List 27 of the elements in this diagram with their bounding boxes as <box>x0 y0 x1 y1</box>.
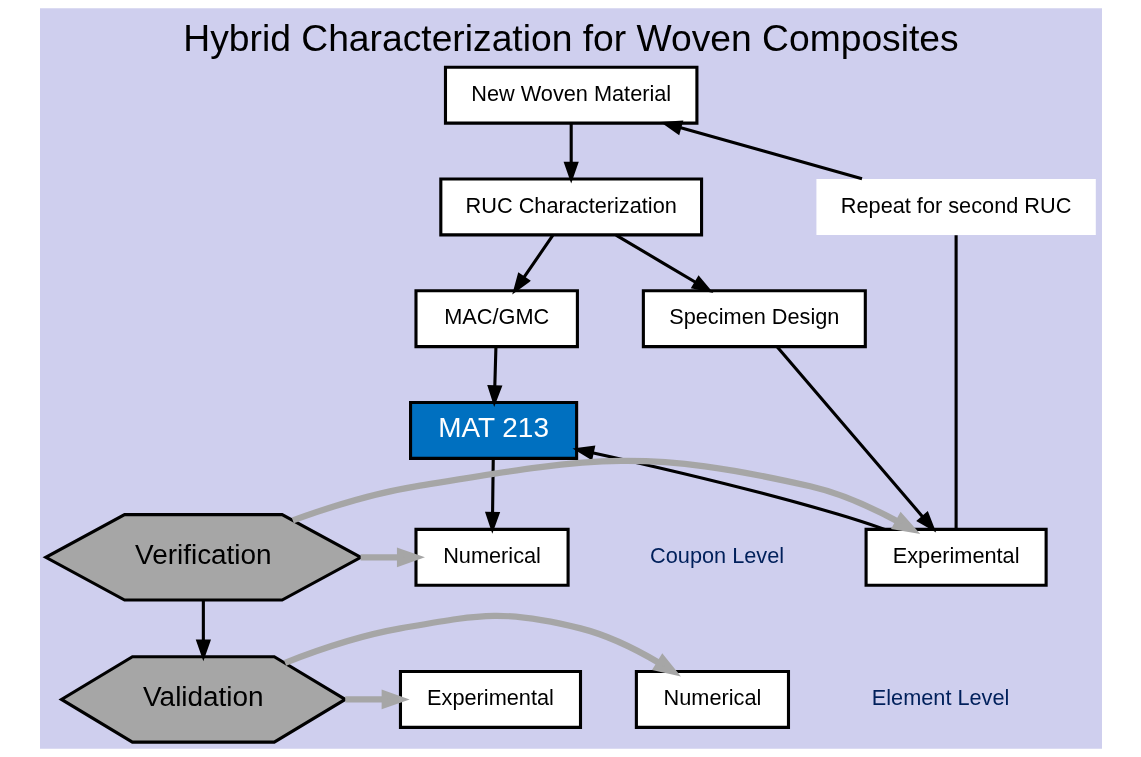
node-box: RUC Characterization <box>438 177 703 237</box>
label: Coupon Level <box>649 543 784 569</box>
node-box: New Woven Material <box>443 65 698 125</box>
arrow <box>659 120 862 181</box>
arrow <box>486 347 502 408</box>
node-box: MAT 213 <box>408 400 578 460</box>
connector <box>954 235 958 530</box>
arrow <box>344 689 410 710</box>
arrow <box>775 345 936 533</box>
arrow <box>484 458 500 534</box>
label: Element Level <box>871 685 1009 711</box>
arrow <box>511 234 554 295</box>
arrow <box>572 445 885 531</box>
arrow <box>195 600 211 662</box>
node-box: Experimental <box>398 669 582 729</box>
arrow <box>360 547 425 568</box>
arrow <box>563 123 579 184</box>
arrow <box>614 233 713 293</box>
node-box: Numerical <box>413 527 570 587</box>
node-box: Specimen Design <box>641 289 867 349</box>
node-box: Experimental <box>864 527 1048 587</box>
arrow <box>291 457 920 534</box>
node-box: Numerical <box>634 669 790 729</box>
node-box: MAC/GMC <box>413 289 579 349</box>
arrow <box>283 612 681 677</box>
diagram-title: Hybrid Characterization for Woven Composites <box>182 16 959 59</box>
node-box: Repeat for second RUC <box>815 179 1096 235</box>
